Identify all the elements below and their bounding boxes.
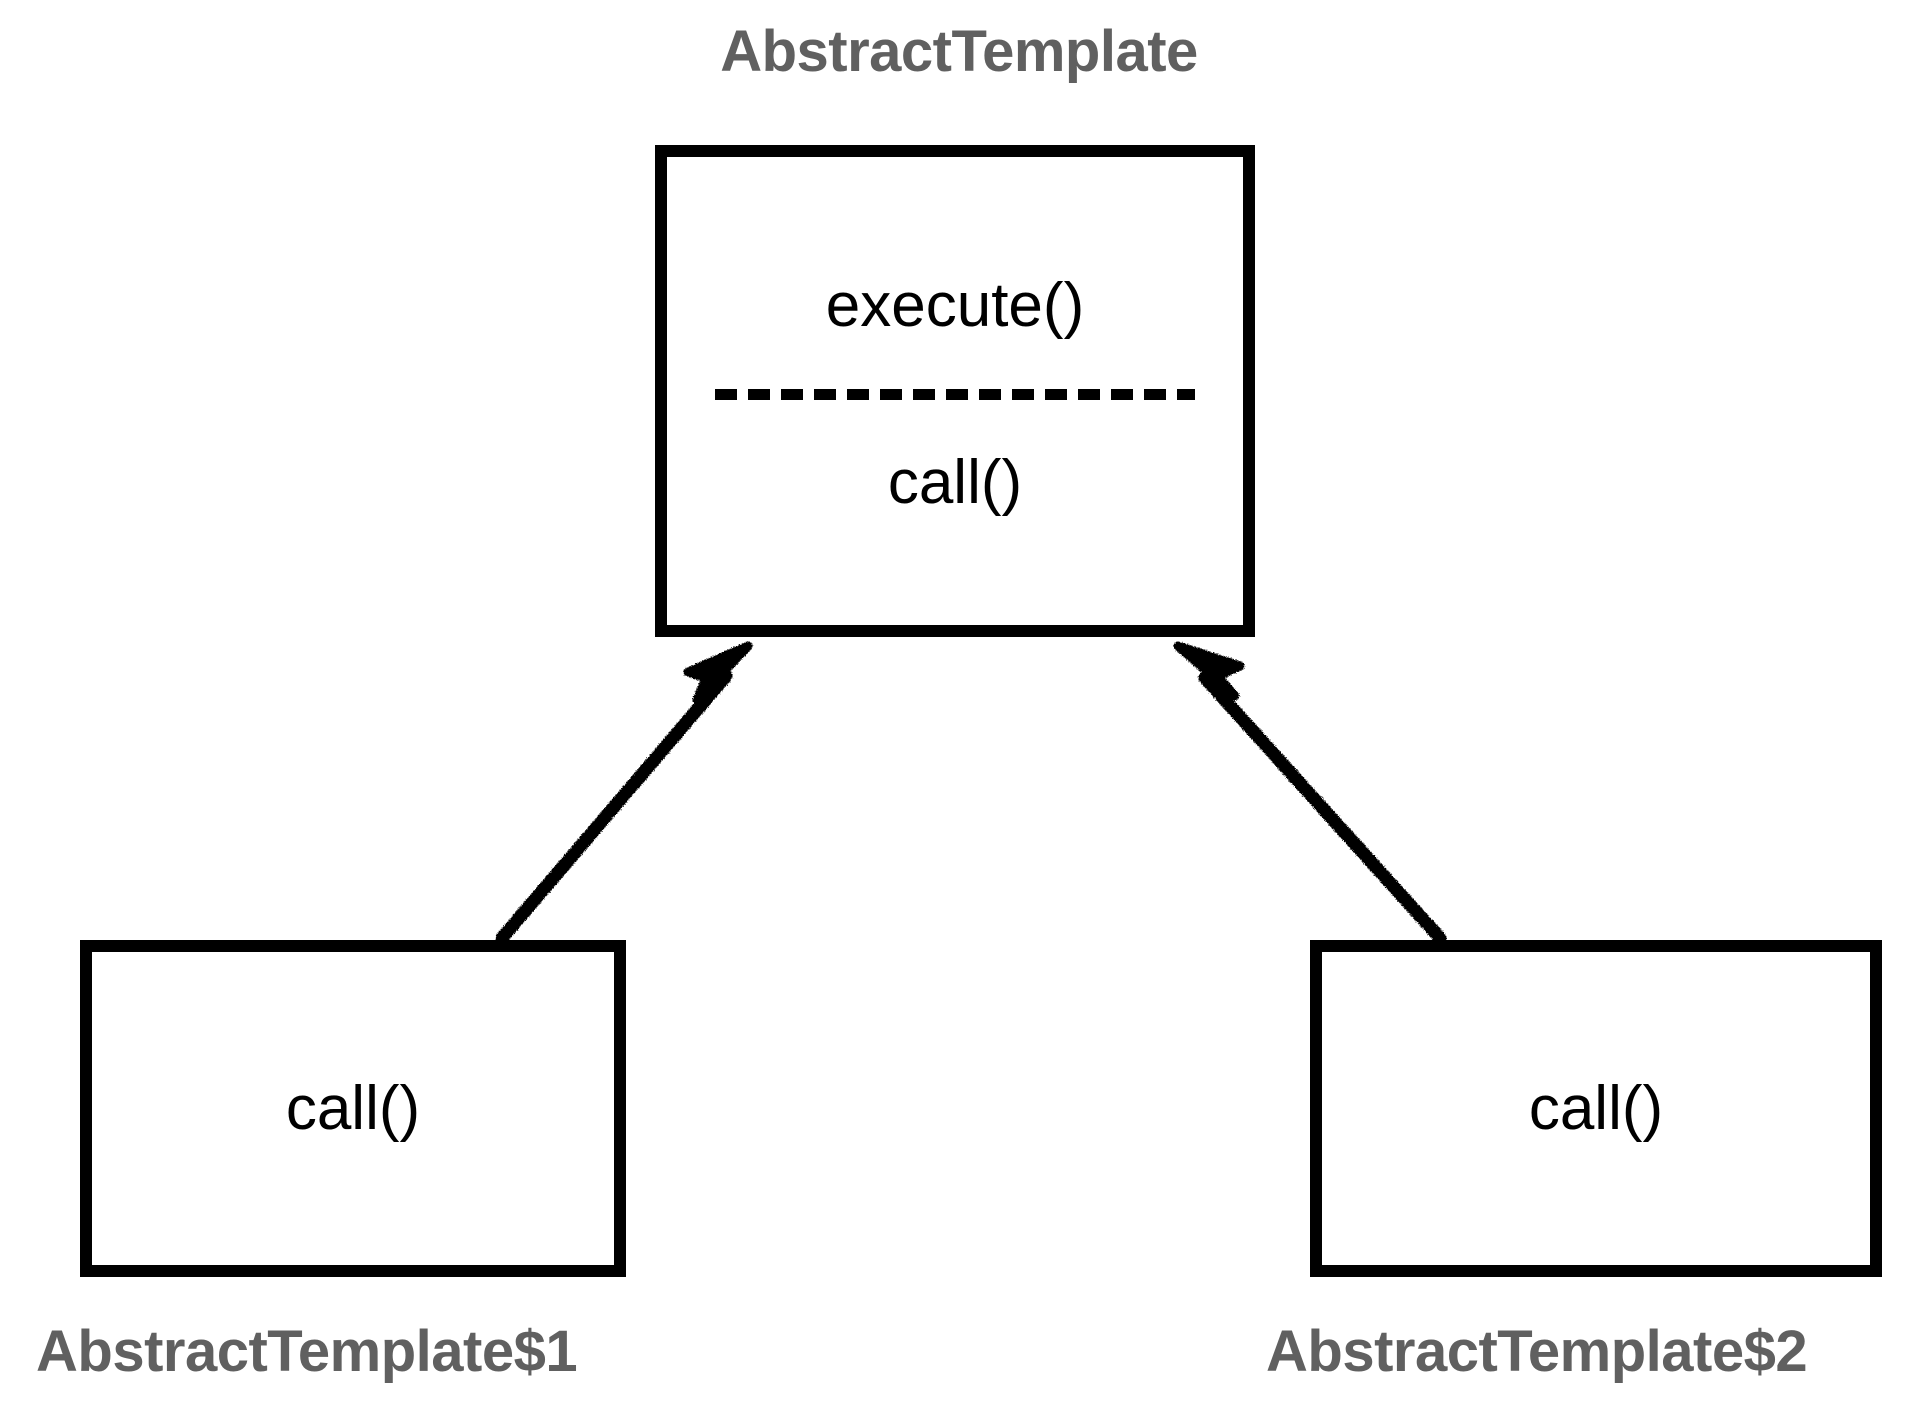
- class-box-abstract-template-1[interactable]: call(): [80, 940, 626, 1277]
- class-box-abstract-template-2[interactable]: call(): [1310, 940, 1882, 1277]
- class-label-abstract-template-2: AbstractTemplate$2: [1266, 1319, 1808, 1384]
- member-execute: execute(): [825, 271, 1085, 341]
- class-box-abstract-template[interactable]: execute() call(): [655, 145, 1255, 637]
- generalization-arrow-right: [1173, 641, 1447, 945]
- member-call: call(): [1528, 1073, 1664, 1143]
- generalization-arrow-left: [495, 641, 753, 945]
- class-label-abstract-template-1: AbstractTemplate$1: [36, 1319, 578, 1384]
- member-call: call(): [285, 1073, 421, 1143]
- member-separator-dashed-line: [715, 388, 1195, 400]
- class-label-abstract-template: AbstractTemplate: [720, 19, 1198, 84]
- member-call: call(): [887, 447, 1023, 517]
